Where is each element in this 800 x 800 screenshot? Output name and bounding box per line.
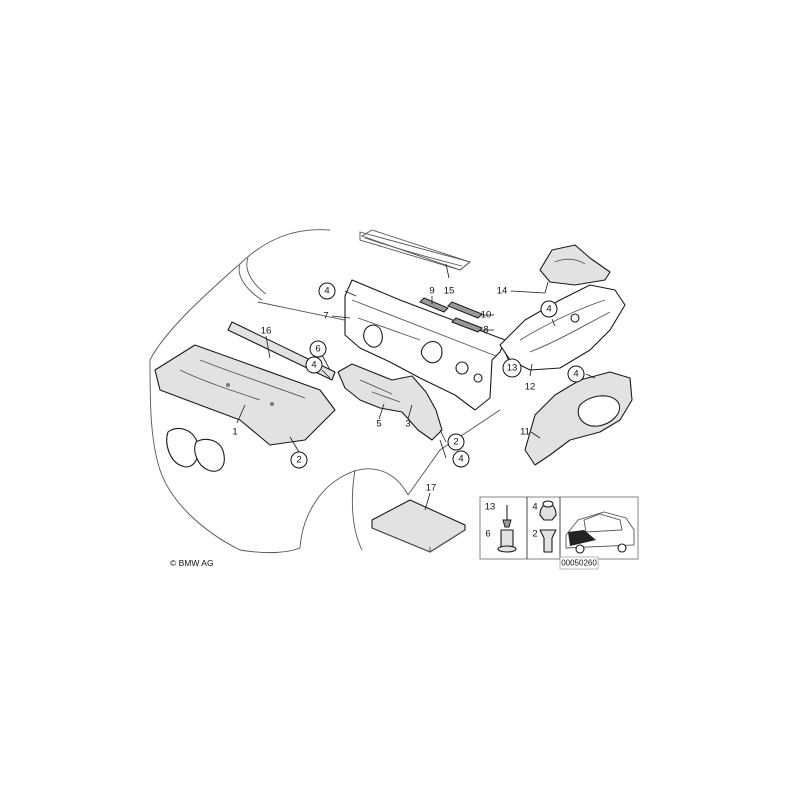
inset-label-13: 13	[485, 502, 496, 513]
label-4-circle-c	[540, 300, 558, 318]
label-6: 6	[315, 344, 320, 355]
label-5: 5	[376, 419, 381, 430]
label-4-circle-e	[452, 450, 470, 468]
side-insulation-part-12	[499, 284, 626, 371]
label-15: 15	[444, 286, 455, 297]
label-2-b: 2	[453, 437, 458, 448]
inset-label-2: 2	[532, 529, 537, 540]
label-2-circle	[290, 451, 308, 469]
hood-insulation-part-1	[154, 344, 336, 446]
label-4-c: 4	[546, 304, 551, 315]
strip-parts-9-10-8	[419, 297, 483, 333]
label-12: 12	[525, 382, 536, 393]
bulkhead-insulation-part-5	[337, 363, 443, 441]
inset-label-6: 6	[485, 529, 490, 540]
label-11: 11	[520, 427, 530, 438]
inset-label-4: 4	[532, 502, 537, 513]
label-3: 3	[405, 419, 410, 430]
copyright-text: © BMW AG	[170, 558, 214, 568]
label-1: 1	[232, 427, 237, 438]
label-4-a: 4	[311, 360, 316, 371]
bracket-part-14	[539, 244, 611, 286]
label-13: 13	[507, 363, 518, 374]
label-17: 17	[426, 483, 437, 494]
label-7: 7	[323, 311, 328, 322]
spacer-6-icon	[497, 529, 517, 553]
firewall-panel-part-7	[344, 279, 506, 411]
label-4-b: 4	[324, 286, 329, 297]
clip-13-icon	[502, 505, 512, 528]
label-4-e: 4	[458, 454, 463, 465]
insulation-mat-part-17	[371, 499, 466, 553]
label-10: 10	[481, 310, 492, 321]
callout-labels: 1 2 16 6 4 4 7 5 3 9 15 10 8 14 4 13 12 …	[232, 282, 585, 494]
panel-part-15	[360, 229, 471, 271]
label-14: 14	[497, 286, 508, 297]
document-number: 00050260	[561, 559, 597, 568]
clip-2-icon	[539, 529, 557, 553]
fastener-inset: 13 6 4 2 000	[479, 496, 639, 570]
label-4-circle-a	[305, 356, 323, 374]
label-4-d: 4	[573, 369, 578, 380]
label-9: 9	[429, 286, 434, 297]
label-13-circle	[502, 358, 522, 378]
label-4-circle-d	[567, 365, 585, 383]
vehicle-locator-icon	[565, 511, 635, 554]
label-4-circle-b	[318, 282, 336, 300]
label-6-circle	[309, 340, 327, 358]
kidney-grille	[166, 428, 225, 472]
label-8: 8	[483, 325, 488, 336]
label-2: 2	[296, 455, 301, 466]
wheelhouse-insulation-part-11	[524, 371, 633, 466]
label-2-circle-b	[447, 433, 465, 451]
grommet-4-icon	[539, 500, 557, 521]
label-16: 16	[261, 326, 272, 337]
